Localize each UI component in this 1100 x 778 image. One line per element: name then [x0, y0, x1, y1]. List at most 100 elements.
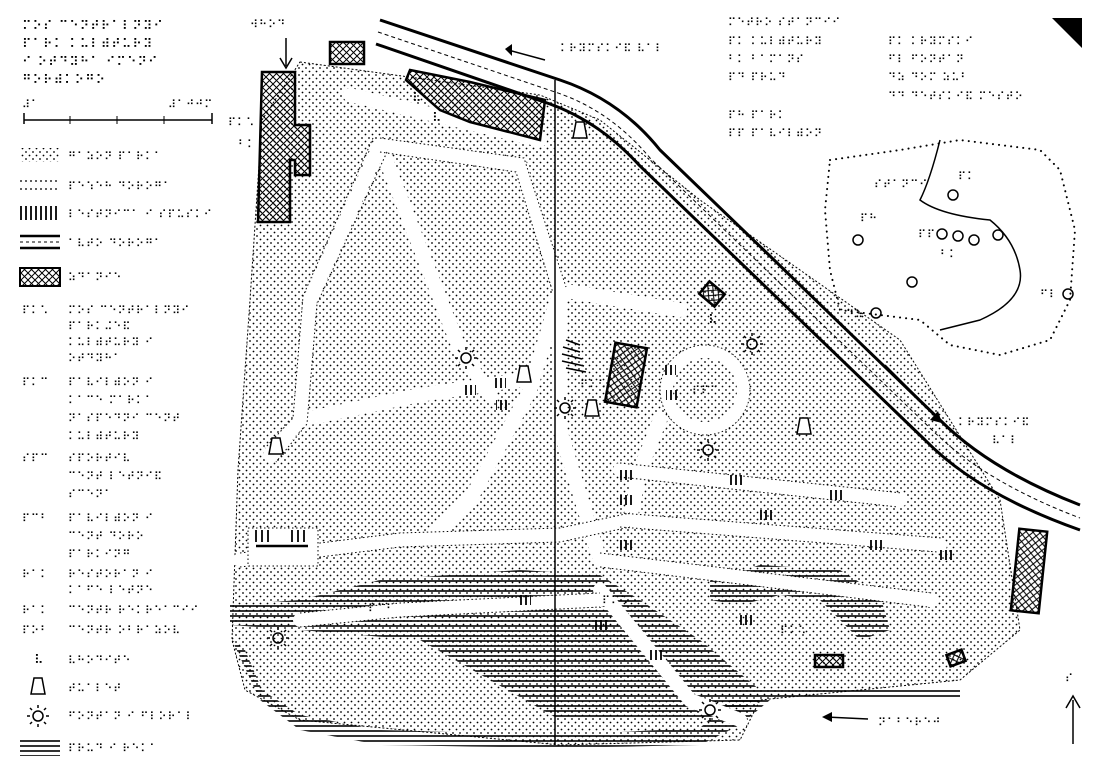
legend-code: ⠎⠏⠉ — [22, 452, 49, 465]
fountain-icon — [554, 397, 576, 419]
legend-code-text: ⠉⠑⠝⠞⠗ ⠕⠃⠗⠁⠵⠕⠧ — [68, 624, 181, 637]
entrance-icon: ⠧ — [708, 313, 719, 328]
stairs — [462, 365, 954, 660]
scale-label-end: ⠼⠁⠚⠚⠍ — [168, 98, 213, 111]
inset-line: ⠏⠅ ⠅⠥⠇⠾⠞⠥⠗⠽ — [728, 35, 823, 48]
park-plan: ⠏⠅⠡ ⠃⠅ ⠏⠅⠡ ⠎⠏⠉ ⠏⠉⠃ ⠏⠅⠡ ⠏⠅⠡ ⠧ ⠧ ⠧ — [228, 18, 1081, 748]
north-arrow-icon — [1065, 694, 1081, 744]
inset-line: ⠍⠑⠞⠗⠕ ⠎⠞⠁⠝⠉⠊⠊ — [728, 16, 841, 29]
legend-code-text: ⠅⠁⠉⠑ ⠍⠁⠗⠅⠁ — [68, 394, 154, 407]
legend-code: ⠗⠁⠅ — [22, 604, 49, 617]
building — [603, 341, 649, 409]
amphitheater-steps — [561, 339, 587, 373]
north-entrance-label: ⠺⠓⠕⠙ — [250, 18, 286, 31]
building — [328, 40, 366, 66]
inset-map: ⠎⠞⠁⠝⠉⠊ ⠏⠅ ⠏⠓ ⠏⠏ ⠃⠅ ⠋⠇ ⠙⠵ — [823, 138, 1077, 357]
area-code-label: ⠃⠅ — [238, 138, 256, 151]
fountain-icon — [267, 627, 289, 649]
legend-code: ⠏⠅⠉ — [22, 376, 49, 389]
toilet-trapezoid-icon — [30, 677, 46, 695]
station-icon — [906, 276, 918, 288]
scale-label-start: ⠼⠁ — [22, 98, 40, 111]
buildings — [256, 40, 1049, 669]
road-label: ⠅⠗⠽⠍⠎⠅⠊⠯ ⠧⠁⠇ — [560, 42, 664, 55]
inset-line: ⠏⠅ ⠅⠗⠽⠍⠎⠅⠊ — [888, 35, 974, 48]
area-code-label: ⠏⠉⠃ — [368, 602, 395, 615]
inset-line: ⠃⠅ ⠃⠁⠍⠁⠝⠎ — [728, 53, 805, 66]
inset-legend: ⠍⠑⠞⠗⠕ ⠎⠞⠁⠝⠉⠊⠊ ⠏⠅ ⠅⠥⠇⠾⠞⠥⠗⠽ ⠃⠅ ⠃⠁⠍⠁⠝⠎ ⠏⠙ ⠏… — [728, 16, 1023, 140]
fountain-icon — [455, 347, 477, 369]
legend-code-text: ⠏⠁⠗⠅⠬⠑⠯ — [68, 320, 131, 333]
inset-line: ⠏⠓ ⠏⠁⠗⠅ — [728, 109, 787, 122]
scale-bar: ⠼⠁ ⠼⠁⠚⠚⠍ — [22, 98, 213, 124]
arrow-down-icon — [279, 38, 293, 70]
legend-label: ⠞⠥⠁⠇⠑⠞ — [68, 682, 122, 695]
main-road — [375, 18, 1081, 532]
legend-code: ⠗⠁⠅ — [22, 568, 49, 581]
area-code-label: ⠏⠅⠡ — [228, 116, 255, 129]
legend-code-text: ⠝⠁⠎⠏⠑⠙⠝⠊ ⠉⠑⠝⠞ — [68, 412, 181, 425]
legend-code-text: ⠅⠁⠋⠑ ⠇⠑⠞⠝⠑ — [68, 584, 154, 597]
fountain-icon — [699, 699, 721, 721]
legend-code-text: ⠏⠁⠗⠅⠊⠝⠛ — [68, 548, 131, 561]
station-icon — [1062, 288, 1074, 300]
legend-code-text: ⠕⠞⠙⠽⠓⠁ — [68, 352, 122, 365]
paths-fill — [233, 88, 947, 727]
toilets — [268, 121, 812, 455]
inset-line: ⠋⠇ ⠋⠕⠝⠞⠁⠝ — [888, 53, 965, 66]
station-icon — [947, 189, 959, 201]
legend-code: ⠏⠉⠃ — [22, 512, 49, 525]
legend-code-text: ⠏⠁⠧⠊⠇⠾⠕⠝ ⠊ — [68, 512, 154, 525]
building — [813, 653, 845, 669]
water-lines-icon — [20, 740, 60, 756]
path-dotted-icon — [20, 180, 60, 190]
legend-label: ⠇⠑⠎⠞⠝⠊⠉⠁ ⠊ ⠎⠏⠥⠎⠅⠊ — [68, 208, 213, 221]
building — [404, 68, 547, 142]
inset-label: ⠃⠅ — [940, 248, 958, 261]
station-icon — [992, 229, 1004, 241]
north-label: ⠎ — [1065, 672, 1074, 685]
area-code-label: ⠏⠅⠡ — [602, 594, 629, 607]
station-icon — [870, 307, 882, 319]
title-line: ⠊ ⠕⠞⠙⠽⠓⠁ ⠊⠍⠑⠝⠊ — [22, 55, 159, 70]
legend-code-text: ⠉⠑⠝⠞ ⠙⠕⠗⠕ — [68, 530, 145, 543]
legend-code: ⠏⠕⠃ — [22, 624, 49, 637]
lawn-dots-icon — [20, 148, 60, 162]
inset-label: ⠏⠓ — [860, 212, 878, 225]
inset-station-icons — [852, 189, 1074, 319]
legend-label: ⠏⠗⠥⠙ ⠊ ⠗⠑⠅⠁ — [68, 742, 159, 755]
road-label: ⠅⠗⠽⠍⠎⠅⠊⠯ — [958, 416, 1030, 429]
fountain-sun-icon — [27, 705, 49, 727]
area-code-label: ⠏⠅⠡ — [780, 624, 807, 637]
entrance-arrow-icon: ⠧ — [34, 653, 45, 668]
area-code-label: ⠎⠏⠉ — [692, 384, 719, 397]
toilet-icon — [268, 437, 284, 455]
sports-court-stands — [255, 530, 308, 548]
title-line: ⠍⠕⠎ ⠉⠑⠝⠞⠗⠁⠇⠝⠽⠊ — [22, 19, 164, 34]
toilet-icon — [572, 121, 588, 139]
title-line: ⠛⠕⠗⠾⠅⠕⠛⠕ — [22, 73, 106, 88]
inset-label: ⠎⠞⠁⠝⠉⠊ — [874, 178, 928, 191]
svg-text:⠧: ⠧ — [34, 653, 45, 668]
building-hatch-icon — [19, 267, 61, 287]
legend-code-text: ⠅⠥⠇⠾⠞⠥⠗⠽ — [68, 430, 140, 443]
legend-label: ⠁⠧⠞⠕ ⠙⠕⠗⠕⠛⠁ — [68, 237, 163, 250]
corner-triangle-icon — [1052, 18, 1082, 48]
legend-code-text: ⠉⠑⠝⠞ ⠇⠑⠞⠝⠊⠯ — [68, 470, 163, 483]
legend-code-text: ⠎⠏⠕⠗⠞⠊⠧ — [68, 452, 131, 465]
inset-line: ⠙⠵ ⠙⠕⠍ ⠵⠥⠃ — [888, 71, 969, 84]
legend-code-text: ⠅⠥⠇⠾⠞⠥⠗⠽ ⠊ — [68, 336, 154, 349]
map-title: ⠍⠕⠎ ⠉⠑⠝⠞⠗⠁⠇⠝⠽⠊ ⠏⠁⠗⠅ ⠅⠥⠇⠾⠞⠥⠗⠽ ⠊ ⠕⠞⠙⠽⠓⠁ ⠊⠍… — [22, 19, 164, 88]
inset-label: ⠋⠇ — [1040, 288, 1058, 301]
inset-label: ⠏⠏ — [918, 228, 936, 241]
inset-line: ⠏⠙ ⠏⠗⠥⠙ — [728, 71, 787, 84]
embankment-label: ⠝⠁⠃⠑⠗⠑⠚ — [878, 716, 941, 729]
paths-border — [239, 137, 943, 628]
station-icon — [936, 228, 948, 240]
arrow-down-right-icon — [884, 364, 942, 423]
road-double-icon — [20, 234, 60, 250]
legend-code-text: ⠍⠕⠎ ⠉⠑⠝⠞⠗⠁⠇⠝⠽⠊ — [68, 304, 190, 317]
road-label: ⠧⠁⠇ — [992, 434, 1019, 447]
entrance-icon: ⠧ — [432, 111, 443, 126]
